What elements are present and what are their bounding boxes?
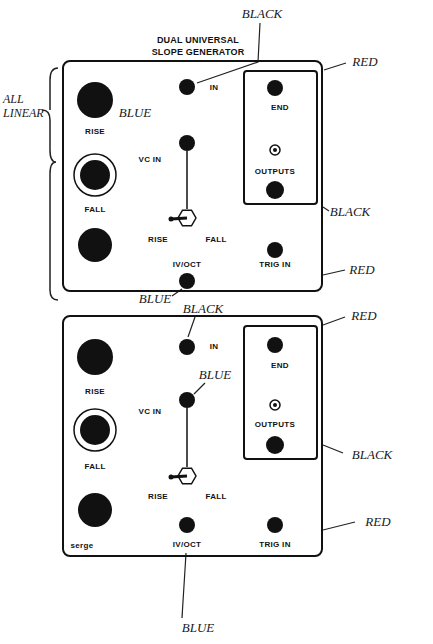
jack — [266, 181, 284, 199]
handwritten-note: BLACK — [330, 205, 370, 219]
jack — [179, 517, 195, 533]
panel-label: FALL — [205, 492, 226, 502]
panel-label: FALL — [205, 235, 226, 245]
leader-line — [182, 553, 186, 618]
leader-line — [323, 270, 345, 275]
jack — [267, 517, 283, 533]
panel-label: TRIG IN — [259, 260, 290, 270]
panel-label: IN — [210, 342, 219, 352]
module-section: RISE IN VC IN FALL RISE FALL serge IV/OCT TRIG I… — [62, 315, 323, 557]
switch-lever — [169, 217, 174, 222]
panel-title: DUAL UNIVERSAL SLOPE GENERATOR — [146, 34, 250, 58]
knob-ring — [74, 154, 116, 196]
leader-line — [323, 445, 343, 453]
panel-label: OUTPUTS — [255, 420, 295, 430]
knob-ring — [74, 409, 116, 451]
panel-label: IN — [210, 83, 219, 93]
jack — [266, 436, 284, 454]
handwritten-note: RED — [351, 309, 376, 323]
jack — [179, 339, 195, 355]
knob — [77, 339, 113, 375]
panel-label: RISE — [148, 492, 168, 502]
panel-label: serge — [71, 541, 94, 551]
leader-line — [323, 207, 329, 211]
led — [270, 400, 280, 410]
panel-label: IV/OCT — [173, 260, 201, 270]
panel-label: VC IN — [139, 155, 162, 165]
leader-line — [323, 522, 355, 530]
leader-line — [323, 317, 345, 325]
output-box: END OUTPUTS — [243, 325, 318, 460]
handwritten-note: RED — [349, 263, 374, 277]
jack — [179, 273, 195, 289]
handwritten-note: BLACK — [183, 302, 223, 316]
led — [270, 145, 280, 155]
panel-label: END — [271, 103, 289, 113]
panel-line — [186, 408, 188, 467]
bracket — [50, 68, 58, 110]
knob — [77, 82, 113, 118]
knob — [80, 415, 110, 445]
jack — [179, 135, 195, 151]
handwritten-note: BLACK — [352, 448, 392, 462]
handwritten-note: ALL LINEAR — [3, 92, 47, 120]
panel-label: FALL — [84, 462, 105, 472]
switch-lever — [169, 475, 174, 480]
handwritten-note: BLUE — [199, 368, 232, 382]
leader-line — [188, 317, 195, 337]
jack — [267, 242, 283, 258]
knob — [80, 160, 110, 190]
bracket — [42, 110, 58, 300]
jack — [179, 79, 195, 95]
handwritten-note: RED — [352, 55, 377, 69]
jack — [267, 80, 283, 96]
knob — [78, 493, 112, 527]
panel-label: RISE — [148, 235, 168, 245]
handwritten-note: BLUE — [139, 292, 172, 306]
panel-label: IV/OCT — [173, 540, 201, 550]
handwritten-note: BLACK — [242, 7, 282, 21]
handwritten-note: RED — [365, 515, 390, 529]
handwritten-note: BLUE — [182, 621, 215, 635]
panel-label: FALL — [84, 205, 105, 215]
panel-line — [186, 151, 188, 209]
knob — [78, 228, 112, 262]
jack — [267, 337, 283, 353]
output-box: END OUTPUTS — [243, 70, 318, 205]
panel-label: RISE — [85, 127, 105, 137]
panel-label: OUTPUTS — [255, 167, 295, 177]
panel-label: RISE — [85, 387, 105, 397]
panel-label: TRIG IN — [259, 540, 290, 550]
jack — [179, 392, 195, 408]
leader-line — [324, 63, 346, 70]
handwritten-note: BLUE — [119, 106, 152, 120]
leader-line — [194, 383, 205, 394]
module-section: RISE IN VC IN FALL RISE FALL IV/OCT TRIG IN END O… — [62, 60, 323, 292]
led — [273, 148, 277, 152]
panel-label: END — [271, 361, 289, 371]
panel-label: VC IN — [139, 407, 162, 417]
led — [273, 403, 277, 407]
